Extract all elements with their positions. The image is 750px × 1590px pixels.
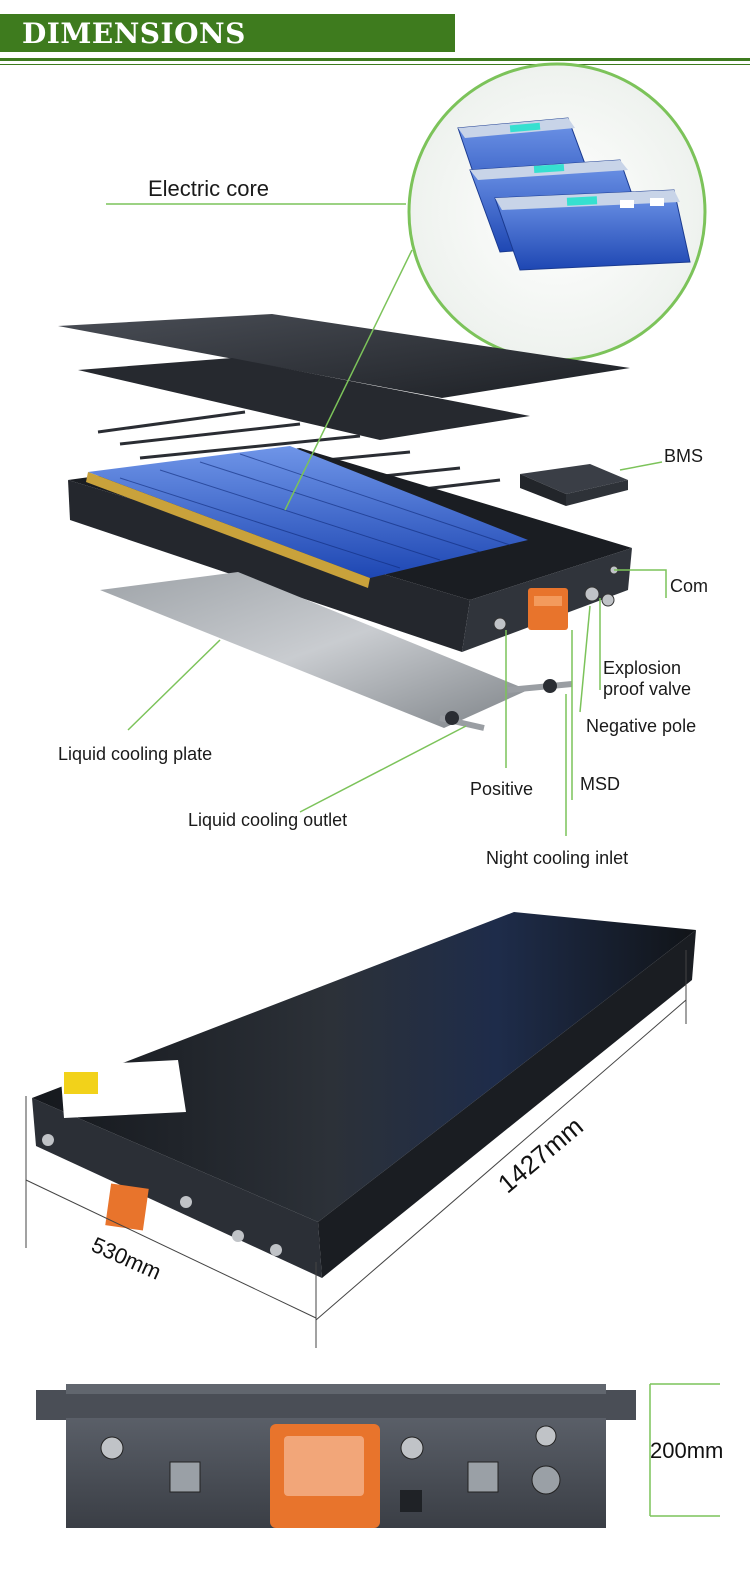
insulation-sheet [78,358,530,440]
header-divider [0,58,750,61]
top-lid-plate [58,314,630,398]
dimension-lines [25,950,687,1348]
height-dimension-label: 200mm [650,1438,724,1463]
battery-tray [68,446,632,652]
electric-core-zoom [407,62,707,362]
header-bar [0,14,455,52]
liquid-cooling-plate-graphic [100,572,528,728]
height-dimension [649,1383,720,1517]
label-com: Com [670,576,709,596]
header-divider-thin [0,64,750,65]
label-liquid-cooling-outlet: Liquid cooling outlet [188,810,348,830]
label-electric-core: Electric core [148,176,270,201]
label-bms: BMS [664,446,704,466]
label-positive: Positive [470,779,534,799]
page-title: DIMENSIONS [22,17,246,50]
assembled-battery [32,912,696,1278]
label-msd: MSD [580,774,620,794]
label-night-cooling-inlet: Night cooling inlet [486,848,629,868]
leader-lines [106,203,667,836]
label-liquid-cooling-plate: Liquid cooling plate [58,744,213,764]
label-explosion-proof-valve: Explosion proof valve [603,658,692,699]
label-negative-pole: Negative pole [586,716,697,736]
cooling-pipes [439,679,573,731]
front-view-battery [36,1384,636,1528]
